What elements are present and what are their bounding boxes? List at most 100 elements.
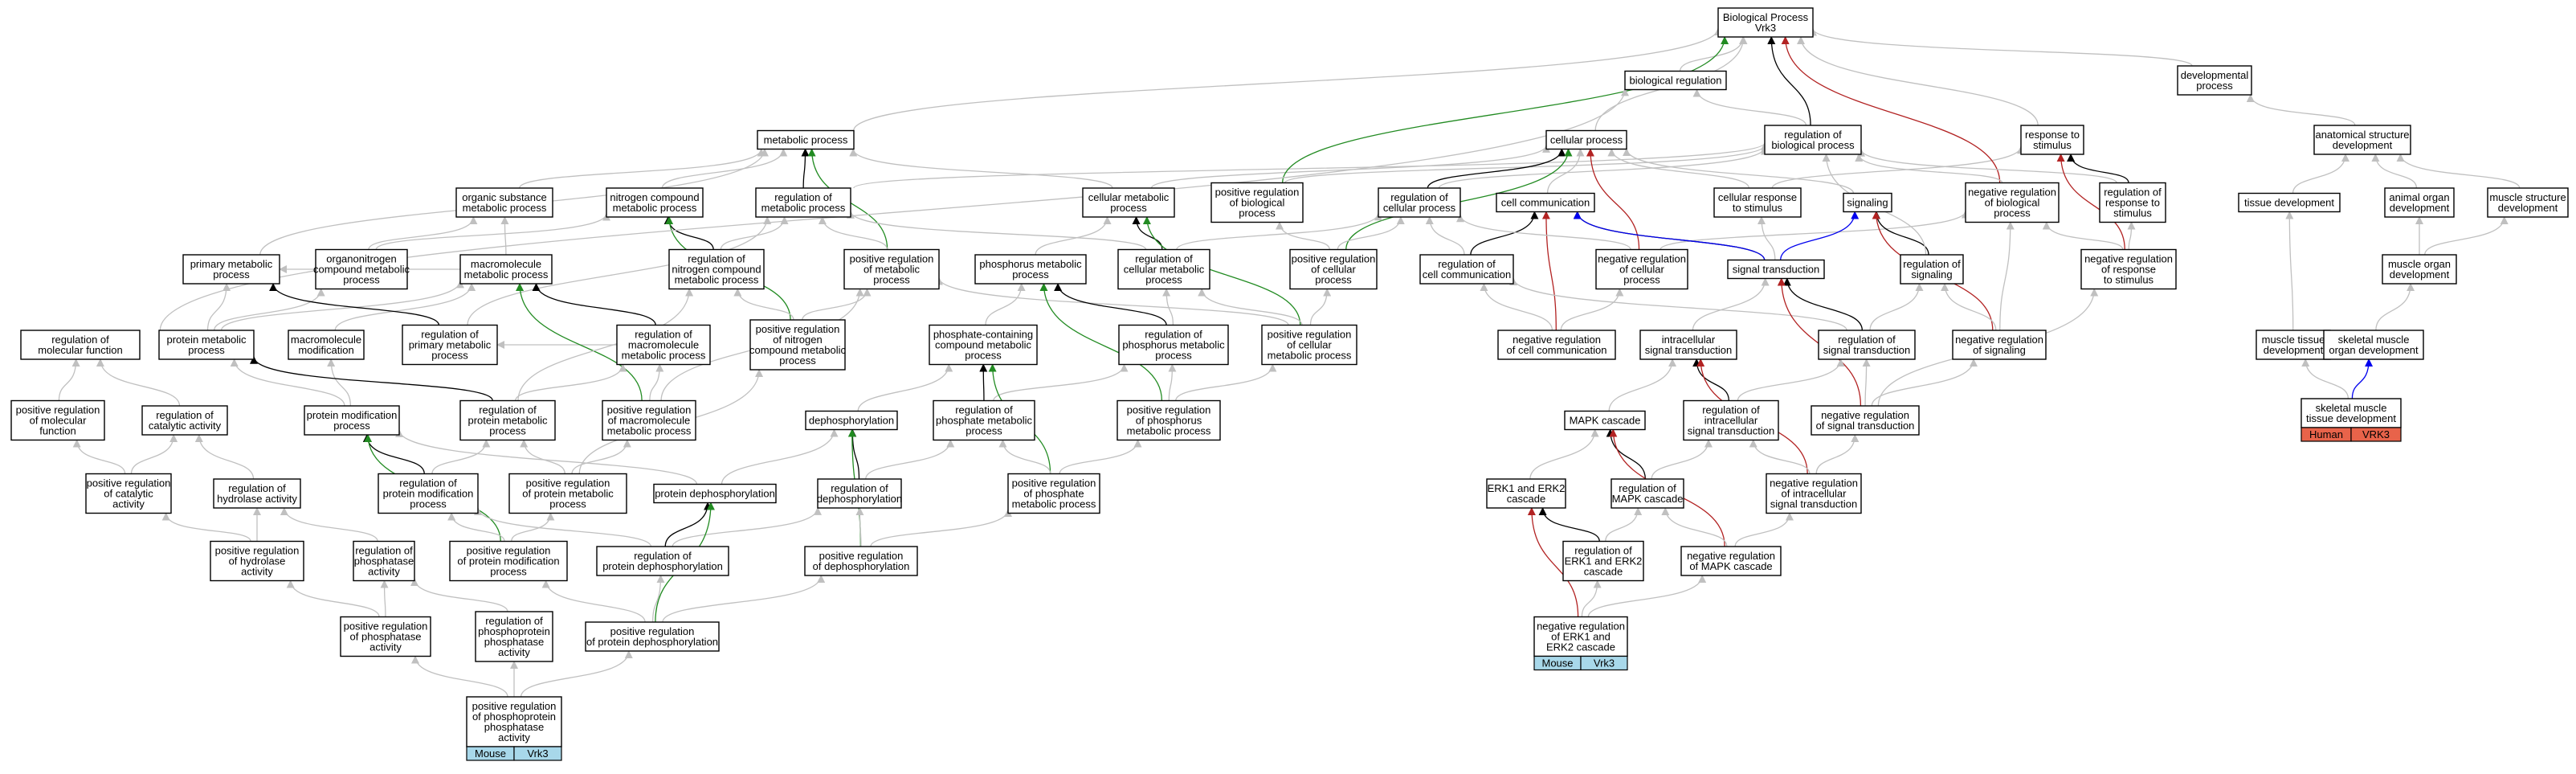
go-term-node[interactable]: MAPK cascade (1564, 410, 1646, 431)
go-term-node[interactable]: cell communication (1496, 192, 1595, 213)
go-term-box (402, 324, 498, 366)
go-term-node[interactable]: dephosphorylation (805, 410, 898, 431)
go-term-node[interactable]: tissue development (2238, 192, 2341, 213)
go-term-node[interactable]: regulation ofphosphoproteinphosphataseac… (475, 611, 553, 662)
relation-edge (853, 141, 1769, 189)
edge-is-a (865, 439, 955, 480)
go-term-node[interactable]: signaling (1843, 192, 1892, 213)
go-term-box (1497, 330, 1616, 360)
edge-is-a (661, 148, 788, 189)
go-term-label: process (1239, 207, 1276, 219)
edge-part-of (1132, 216, 1163, 250)
edge-is-a (2375, 283, 2415, 331)
go-term-node[interactable]: signal transduction (1727, 259, 1825, 280)
go-term-node[interactable]: cellular process (1545, 129, 1627, 150)
go-term-box (315, 248, 408, 290)
go-term-node[interactable]: metabolic process (757, 129, 855, 150)
go-term-box (2382, 254, 2457, 285)
go-term-box (2080, 248, 2177, 290)
go-term-label: of metabolic (863, 264, 921, 276)
go-term-node[interactable]: biological regulation (1624, 70, 1727, 91)
go-term-label: regulation of (156, 409, 214, 421)
go-term-node[interactable]: protein dephosphorylation (653, 483, 777, 504)
relation-edge (1509, 276, 1847, 331)
relation-edge (447, 512, 505, 542)
